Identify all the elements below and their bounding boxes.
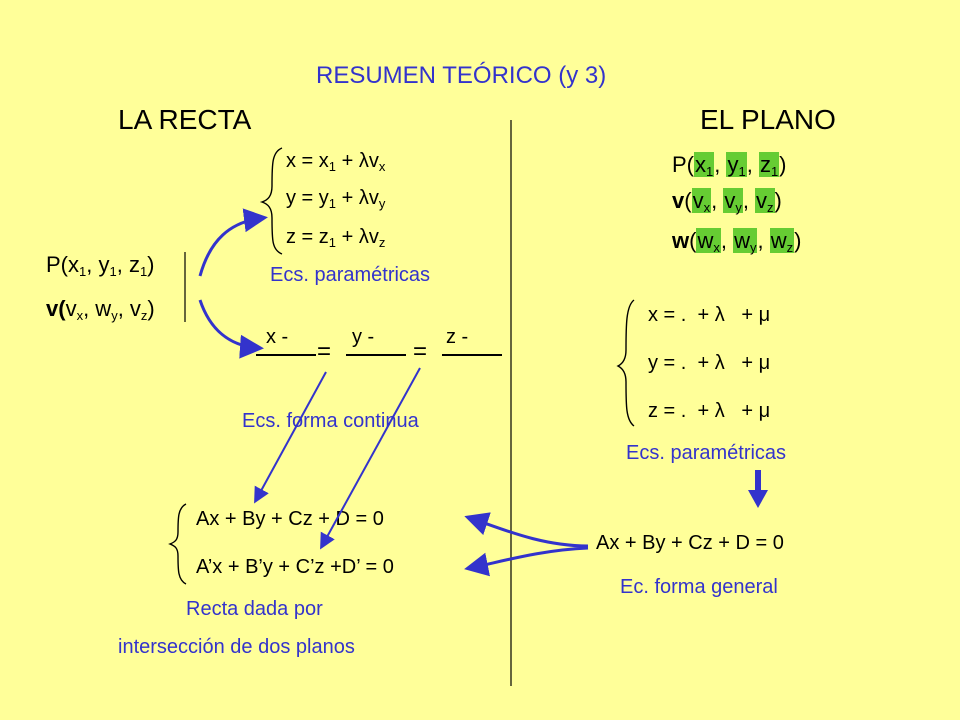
- recta-vector: v(vx, wy, vz): [46, 296, 155, 323]
- recta-param-z: z = z1 + λvz: [286, 226, 386, 250]
- recta-planes-caption-2: intersección de dos planos: [118, 636, 355, 658]
- recta-point: P(x1, y1, z1): [46, 252, 155, 279]
- plano-vector-w: w(wx, wy, wz): [672, 228, 802, 255]
- recta-param-x: x = x1 + λvx: [286, 150, 386, 174]
- fraction-bar-y: [346, 354, 406, 356]
- equals-sign-2: =: [413, 338, 428, 365]
- arrow-to-plane2-icon: [320, 367, 421, 550]
- recta-param-y: y = y1 + λvy: [286, 187, 386, 211]
- header-la-recta: LA RECTA: [118, 104, 252, 135]
- recta-planes-caption-1: Recta dada por: [186, 598, 323, 620]
- brace-recta-planes: [168, 503, 187, 585]
- plano-general-caption: Ec. forma general: [620, 576, 778, 598]
- plane-equation-2: A’x + B’y + C’z +D’ = 0: [196, 556, 394, 578]
- header-el-plano: EL PLANO: [700, 104, 836, 135]
- recta-cont-caption: Ecs. forma continua: [242, 410, 419, 432]
- page-title: RESUMEN TEÓRICO (y 3): [316, 62, 607, 89]
- plano-param-y: y = . + λ + μ: [648, 352, 771, 374]
- fraction-bar-z: [442, 354, 502, 356]
- plano-vector-v: v(vx, vy, vz): [672, 188, 782, 215]
- recta-param-caption: Ecs. paramétricas: [270, 264, 431, 286]
- arrow-to-param-icon: [198, 208, 268, 277]
- recta-cont-num-y: y -: [352, 326, 375, 348]
- arrow-general-to-plane2-icon: [464, 546, 589, 577]
- arrow-to-continuous-icon: [198, 299, 264, 359]
- plano-general-equation: Ax + By + Cz + D = 0: [596, 532, 784, 554]
- arrow-general-to-plane1-icon: [464, 512, 589, 548]
- plano-param-z: z = . + λ + μ: [648, 400, 771, 422]
- plano-point: P(x1, y1, z1): [672, 152, 787, 179]
- down-arrow-icon: [748, 490, 768, 508]
- plano-param-caption: Ecs. paramétricas: [626, 442, 787, 464]
- arrow-to-plane1-icon: [254, 371, 327, 504]
- recta-cont-num-z: z -: [446, 326, 469, 348]
- plane-equation-1: Ax + By + Cz + D = 0: [196, 508, 384, 530]
- recta-cont-num-x: x -: [266, 326, 289, 348]
- brace-recta-param: [259, 147, 283, 255]
- fraction-bar-x: [256, 354, 316, 356]
- equals-sign-1: =: [317, 338, 332, 365]
- brace-plano-param: [616, 299, 635, 427]
- plano-param-x: x = . + λ + μ: [648, 304, 771, 326]
